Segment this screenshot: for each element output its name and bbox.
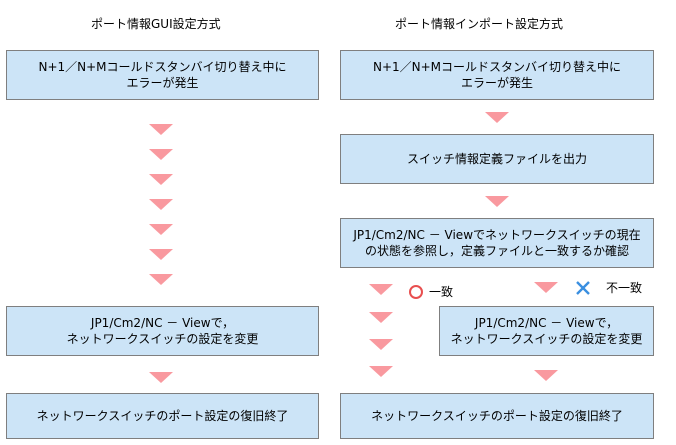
circle-icon (409, 285, 423, 299)
right-arrow-1 (485, 112, 509, 123)
left-end-box: ネットワークスイッチのポート設定の復旧終了 (6, 393, 319, 439)
left-arrow-7 (149, 274, 173, 285)
right-start-box: N+1／N+Mコールドスタンバイ切り替え中に エラーが発生 (340, 50, 654, 100)
match-arrow-3 (369, 339, 393, 350)
right-change-box: JP1/Cm2/NC － Viewで， ネットワークスイッチの設定を変更 (439, 306, 654, 356)
right-compare-line-2: の状態を参照し，定義ファイルと一致するか確認 (364, 244, 629, 258)
mismatch-label: 不一致 (606, 281, 643, 295)
left-start-line-1: N+1／N+Mコールドスタンバイ切り替え中に (38, 60, 287, 74)
left-title: ポート情報GUI設定方式 (91, 17, 221, 31)
left-end-text: ネットワークスイッチのポート設定の復旧終了 (36, 409, 289, 423)
left-arrow-6 (149, 249, 173, 260)
mismatch-arrow-2 (534, 370, 558, 381)
match-arrow-1 (369, 284, 393, 295)
right-arrow-2 (485, 196, 509, 207)
mismatch-arrow-1 (534, 282, 558, 293)
right-start-line-1: N+1／N+Mコールドスタンバイ切り替え中に (372, 60, 622, 74)
left-change-box: JP1/Cm2/NC － Viewで， ネットワークスイッチの設定を変更 (6, 306, 319, 356)
left-arrow-1 (149, 124, 173, 135)
right-compare-line-1: JP1/Cm2/NC － Viewでネットワークスイッチの現在 (353, 228, 641, 242)
right-change-line-2: ネットワークスイッチの設定を変更 (450, 332, 643, 346)
left-arrow-8 (149, 372, 173, 383)
left-arrow-5 (149, 224, 173, 235)
match-arrow-4 (369, 366, 393, 377)
left-arrow-2 (149, 149, 173, 160)
left-start-box: N+1／N+Mコールドスタンバイ切り替え中に エラーが発生 (6, 50, 319, 100)
right-title: ポート情報インポート設定方式 (395, 17, 564, 31)
right-change-line-1: JP1/Cm2/NC － Viewで， (474, 316, 619, 330)
left-change-line-2: ネットワークスイッチの設定を変更 (66, 332, 259, 346)
right-compare-box: JP1/Cm2/NC － Viewでネットワークスイッチの現在 の状態を参照し，… (340, 218, 654, 268)
right-end-text: ネットワークスイッチのポート設定の復旧終了 (371, 409, 623, 423)
left-arrow-3 (149, 174, 173, 185)
left-arrow-4 (149, 199, 173, 210)
cross-icon (576, 281, 590, 295)
right-start-line-2: エラーが発生 (460, 76, 533, 90)
right-end-box: ネットワークスイッチのポート設定の復旧終了 (340, 393, 654, 439)
left-start-line-2: エラーが発生 (126, 76, 199, 90)
match-label: 一致 (429, 285, 454, 299)
right-output-text: スイッチ情報定義ファイルを出力 (406, 152, 587, 166)
right-output-box: スイッチ情報定義ファイルを出力 (340, 134, 654, 184)
left-change-line-1: JP1/Cm2/NC － Viewで， (90, 316, 235, 330)
match-arrow-2 (369, 312, 393, 323)
